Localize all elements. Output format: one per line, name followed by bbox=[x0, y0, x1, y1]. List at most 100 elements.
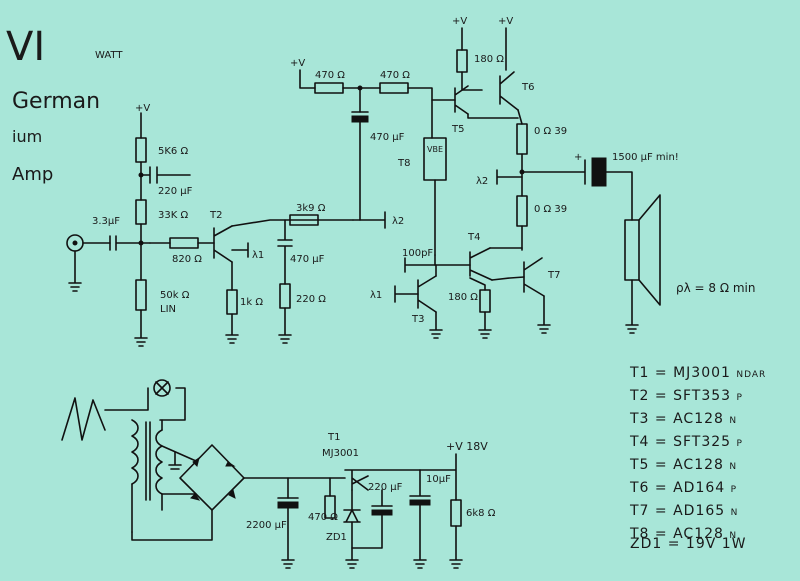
wire-boot-supply bbox=[299, 69, 316, 89]
input-jack-pin bbox=[72, 240, 78, 246]
wire-v18 bbox=[419, 453, 457, 501]
speaker-cone bbox=[638, 194, 661, 306]
resistor-5k6 bbox=[135, 137, 147, 163]
label-100pf: 100pF bbox=[402, 248, 433, 259]
label-lin: LIN bbox=[160, 304, 176, 315]
zener-zd1 bbox=[343, 509, 361, 523]
title-roman: VI bbox=[6, 24, 45, 70]
zener-note: ZD1 = 19V 1W bbox=[630, 536, 747, 552]
ground-10u bbox=[413, 504, 427, 569]
wire-220-psu bbox=[351, 514, 383, 549]
resistor-470-b bbox=[379, 82, 409, 94]
label-t7: T7 bbox=[547, 270, 560, 281]
label-c220-top: 220 µF bbox=[158, 186, 193, 197]
t6-symbol bbox=[499, 71, 519, 111]
legend-type-t2: P bbox=[737, 393, 743, 403]
transformer-core bbox=[145, 421, 151, 501]
label-vplus-boot: +V bbox=[290, 58, 305, 69]
label-470-a: 470 Ω bbox=[315, 70, 345, 81]
resistor-0r39-top bbox=[516, 123, 528, 155]
label-vplus-t5: +V bbox=[452, 16, 467, 27]
legend-type-t3: N bbox=[729, 416, 737, 426]
ground-t7 bbox=[537, 295, 551, 334]
label-5k6: 5K6 Ω bbox=[158, 146, 188, 157]
capacitor-470u-t2 bbox=[277, 219, 293, 285]
label-t2: T2 bbox=[209, 210, 222, 221]
title-line2: ium bbox=[12, 127, 42, 146]
ground-220 bbox=[278, 307, 292, 344]
pilot-lamp bbox=[153, 379, 171, 397]
label-c3u3: 3.3µF bbox=[92, 216, 120, 227]
label-180-top: 180 Ω bbox=[474, 54, 504, 65]
resistor-820 bbox=[169, 237, 199, 249]
ground-pot bbox=[134, 309, 148, 347]
label-220-psu: 220 µF bbox=[368, 482, 403, 493]
label-1k: 1k Ω bbox=[240, 297, 263, 308]
capacitor-3u3 bbox=[109, 235, 151, 251]
label-v18: +V 18V bbox=[446, 440, 488, 453]
bridge-rectifier bbox=[179, 444, 245, 511]
t4-symbol bbox=[469, 247, 493, 281]
wire-to-outcap bbox=[521, 159, 586, 185]
wire-t5-t6 bbox=[467, 113, 519, 119]
bridge-diodes bbox=[190, 456, 236, 501]
resistor-1k bbox=[226, 289, 238, 315]
node-input bbox=[138, 240, 144, 246]
potentiometer-50k bbox=[135, 279, 147, 311]
capacitor-10u bbox=[409, 469, 431, 497]
capacitor-470u-boot bbox=[351, 115, 369, 123]
legend-type-t1: NDAR bbox=[736, 370, 766, 380]
label-2200: 2200 µF bbox=[246, 520, 287, 531]
label-lambda1-mid: λ1 bbox=[252, 250, 264, 261]
lambda2-out-tap bbox=[496, 169, 523, 185]
t3-symbol bbox=[417, 275, 437, 313]
title-line3: Amp bbox=[12, 164, 53, 185]
ground-bridge bbox=[168, 451, 182, 470]
wire-to-speaker bbox=[605, 171, 633, 221]
resistor-180-bot bbox=[479, 289, 491, 313]
legend-entry-t4: T4 = SFT325 P bbox=[629, 434, 743, 450]
resistor-180-top bbox=[456, 49, 468, 73]
lamp-wiring bbox=[104, 387, 186, 421]
label-lambda2-out: λ2 bbox=[476, 176, 488, 187]
ground-t3 bbox=[429, 311, 443, 339]
label-zd1: ZD1 bbox=[326, 532, 347, 543]
legend-entry-t8: T8 = AC128 N bbox=[629, 526, 737, 542]
label-c-out: 1500 µF min! bbox=[612, 152, 679, 163]
driver-stage: +V 470 Ω 470 Ω 470 µF VBE T8 bbox=[290, 58, 447, 256]
label-vplus-input: +V bbox=[135, 103, 150, 114]
title-block: VI WATT German ium Amp bbox=[6, 24, 123, 185]
output-bottom: 0 Ω 39 T4 T7 100pF λ1 T3 180 Ω bbox=[370, 195, 567, 339]
legend-type-t4: P bbox=[737, 439, 743, 449]
mains-wave bbox=[61, 397, 106, 441]
ground-6k8 bbox=[449, 525, 463, 569]
label-speaker: ρλ = 8 Ω min bbox=[676, 281, 755, 295]
input-ground bbox=[68, 250, 82, 292]
label-t5: T5 bbox=[451, 124, 464, 135]
power-supply: 2200 µF T1 MJ3001 470 Ω ZD1 220 µF 10µF … bbox=[61, 379, 496, 569]
label-t8: T8 bbox=[397, 158, 410, 169]
label-220: 220 Ω bbox=[296, 294, 326, 305]
resistor-470-psu bbox=[324, 495, 336, 519]
resistor-6k8 bbox=[450, 499, 462, 527]
t2-symbol bbox=[213, 225, 233, 263]
t7-symbol bbox=[523, 257, 545, 297]
capacitor-220u-top bbox=[140, 166, 191, 184]
wire-t8-t4 bbox=[434, 254, 471, 266]
label-470-psu: 470 Ω bbox=[308, 512, 338, 523]
legend-entry-t7: T7 = AD165 N bbox=[629, 503, 738, 519]
label-820: 820 Ω bbox=[172, 254, 202, 265]
ground-180-bot bbox=[478, 311, 492, 339]
legend-type-t6: P bbox=[731, 485, 737, 495]
label-t3: T3 bbox=[411, 314, 424, 325]
label-vplus-t6: +V bbox=[498, 16, 513, 27]
capacitor-plus-sign: + bbox=[574, 152, 582, 163]
label-t4: T4 bbox=[467, 232, 480, 243]
wire-to-bridge bbox=[161, 445, 197, 495]
wire-bridge-return bbox=[131, 509, 213, 541]
ground-t2 bbox=[225, 313, 239, 344]
input-stage: 3.3µF +V 5K6 Ω 220 µF 33K Ω 50k Ω LIN 82… bbox=[66, 103, 215, 347]
label-0r39-bot: 0 Ω 39 bbox=[534, 204, 567, 215]
resistor-470-a bbox=[314, 82, 344, 94]
label-vbe: VBE bbox=[427, 145, 443, 154]
